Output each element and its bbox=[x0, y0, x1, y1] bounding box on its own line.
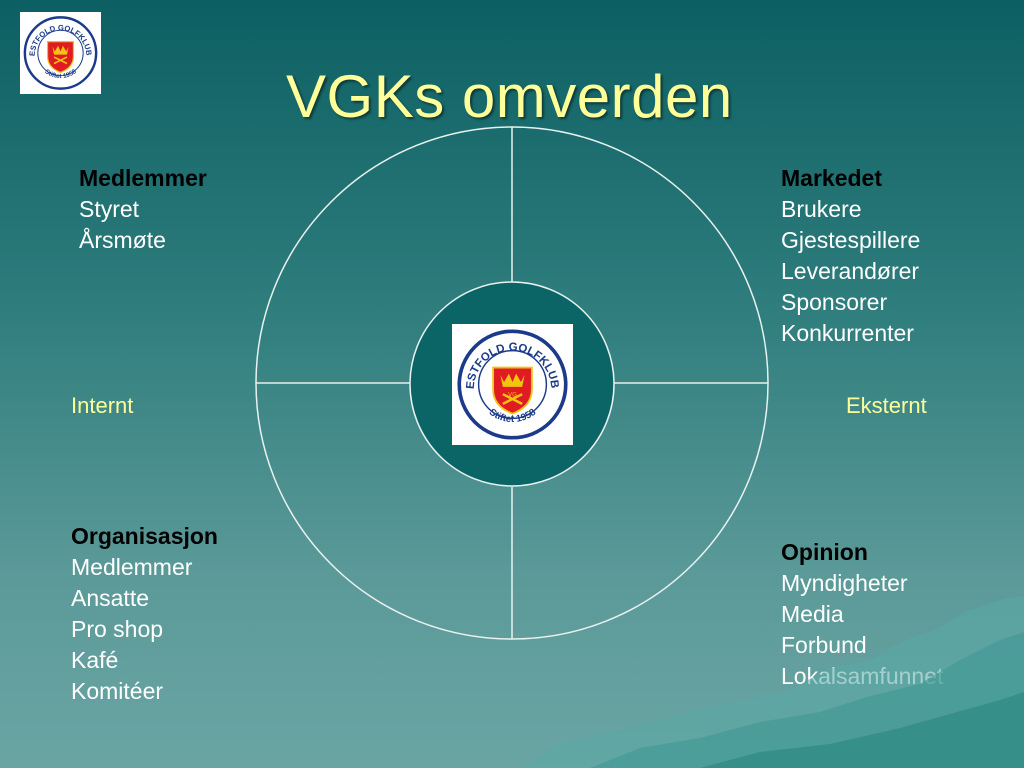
logo-bottom-text: Stiftet 1958 bbox=[487, 406, 539, 425]
list-item: Sponsorer bbox=[781, 289, 888, 315]
quadrant-organisation: Organisasjon Medlemmer Ansatte Pro shop … bbox=[71, 521, 218, 707]
quadrant-members: Medlemmer Styret Årsmøte bbox=[79, 163, 207, 256]
club-logo-small: VESTFOLD GOLFKLUBB Stiftet 1958 bbox=[20, 12, 101, 94]
quadrant-heading: Organisasjon bbox=[71, 523, 218, 549]
slide-title: VGKs omverden bbox=[286, 63, 733, 130]
list-item: Gjestespillere bbox=[781, 227, 921, 253]
list-item: Lokalsamfunnet bbox=[781, 663, 944, 689]
list-item: Komitéer bbox=[71, 678, 164, 704]
list-item: Årsmøte bbox=[79, 227, 166, 253]
logo-monogram: VG bbox=[508, 393, 517, 399]
list-item: Leverandører bbox=[781, 258, 920, 284]
quadrant-market: Markedet Brukere Gjestespillere Leverand… bbox=[781, 163, 920, 349]
list-item: Media bbox=[781, 601, 844, 627]
label-external: Eksternt bbox=[846, 393, 927, 418]
list-item: Styret bbox=[79, 196, 140, 222]
quadrant-heading: Markedet bbox=[781, 165, 882, 191]
list-item: Medlemmer bbox=[71, 554, 193, 580]
quadrant-heading: Medlemmer bbox=[79, 165, 207, 191]
list-item: Pro shop bbox=[71, 616, 164, 642]
list-item: Kafé bbox=[71, 647, 119, 673]
list-item: Forbund bbox=[781, 632, 867, 658]
list-item: Myndigheter bbox=[781, 570, 908, 596]
quadrant-opinion: Opinion Myndigheter Media Forbund Lokals… bbox=[781, 537, 943, 692]
club-logo-center: VESTFOLD GOLFKLUBB Stiftet 1958 VG bbox=[452, 324, 573, 445]
club-emblem-icon: VESTFOLD GOLFKLUBB Stiftet 1958 bbox=[20, 12, 98, 90]
quadrant-heading: Opinion bbox=[781, 539, 868, 565]
list-item: Brukere bbox=[781, 196, 862, 222]
label-internal: Internt bbox=[71, 393, 134, 418]
club-emblem-icon: VESTFOLD GOLFKLUBB Stiftet 1958 VG bbox=[452, 324, 568, 440]
list-item: Ansatte bbox=[71, 585, 149, 611]
svg-text:Stiftet 1958: Stiftet 1958 bbox=[487, 406, 539, 425]
list-item: Konkurrenter bbox=[781, 320, 914, 346]
